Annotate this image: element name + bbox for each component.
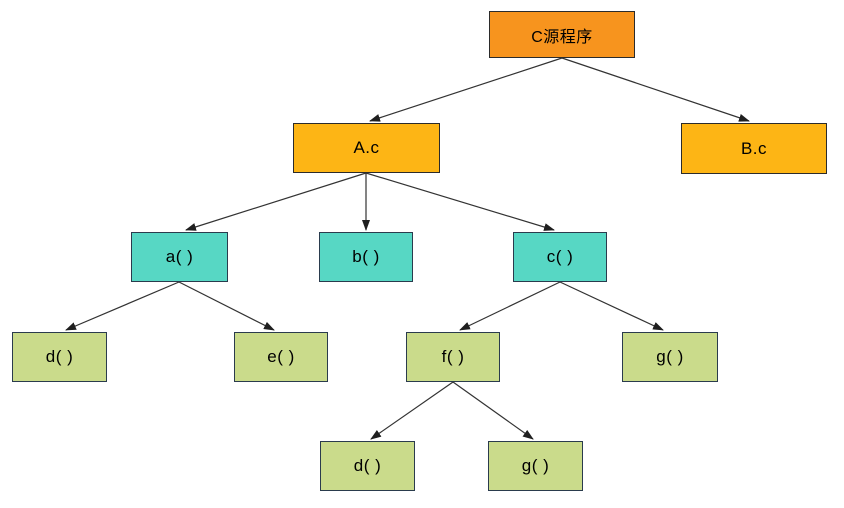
node-function-d: d( ) <box>12 332 107 382</box>
edge-c-g <box>559 281 664 331</box>
node-function-a: a( ) <box>131 232 228 282</box>
node-function-b: b( ) <box>319 232 413 282</box>
node-function-f: f( ) <box>406 332 500 382</box>
node-c-source-program: C源程序 <box>489 11 635 58</box>
edge-f-g2 <box>452 381 534 440</box>
node-function-e: e( ) <box>234 332 328 382</box>
node-function-d-under-f: d( ) <box>320 441 415 491</box>
edge-f-d2 <box>370 381 454 440</box>
node-file-b-c: B.c <box>681 123 827 174</box>
edge-root-ac <box>369 57 563 122</box>
edge-c-f <box>459 281 561 331</box>
edge-ac-c <box>365 172 555 231</box>
edge-root-bc <box>561 57 750 122</box>
node-function-c: c( ) <box>513 232 607 282</box>
edge-a-e <box>178 281 275 331</box>
node-file-a-c: A.c <box>293 123 440 173</box>
node-function-g-under-f: g( ) <box>488 441 583 491</box>
edge-ac-a <box>185 172 367 231</box>
edge-a-d <box>65 281 180 331</box>
node-function-g: g( ) <box>622 332 718 382</box>
